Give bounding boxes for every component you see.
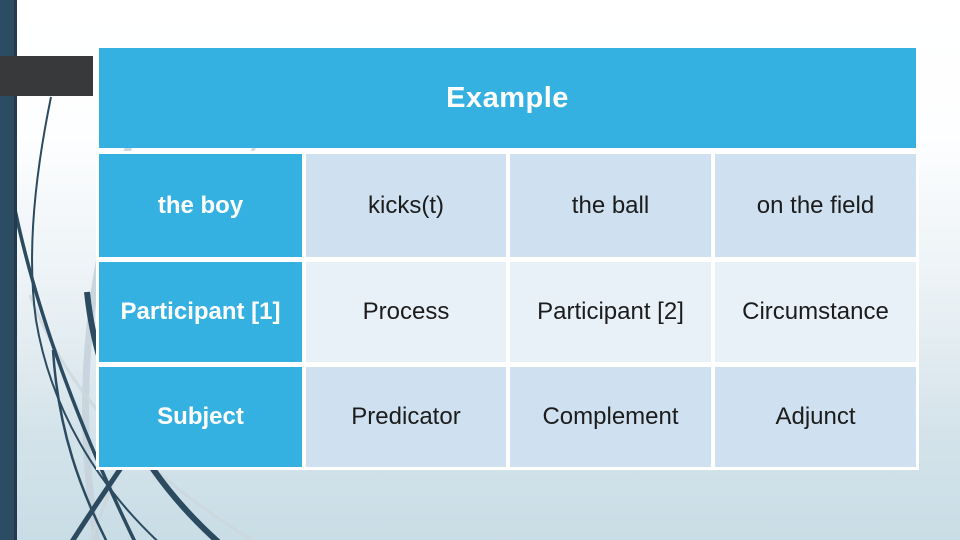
table-cell: Participant [2]	[510, 262, 711, 362]
table-cell: Process	[306, 262, 506, 362]
table-cell: Circumstance	[715, 262, 916, 362]
table-cell: the ball	[510, 154, 711, 257]
left-edge-bar	[0, 0, 14, 540]
left-edge-bar-shadow	[14, 0, 17, 540]
analysis-table: the boy kicks(t) the ball on the field P…	[96, 151, 919, 470]
table-cell: Adjunct	[715, 367, 916, 467]
accent-box	[0, 56, 93, 96]
table-cell: kicks(t)	[306, 154, 506, 257]
table-cell: the boy	[99, 154, 302, 257]
table-cell: Complement	[510, 367, 711, 467]
table-cell: on the field	[715, 154, 916, 257]
table-cell: Subject	[99, 367, 302, 467]
title-bar: Example	[99, 48, 916, 148]
table-cell: Participant [1]	[99, 262, 302, 362]
table-cell: Predicator	[306, 367, 506, 467]
slide-title: Example	[446, 81, 569, 114]
